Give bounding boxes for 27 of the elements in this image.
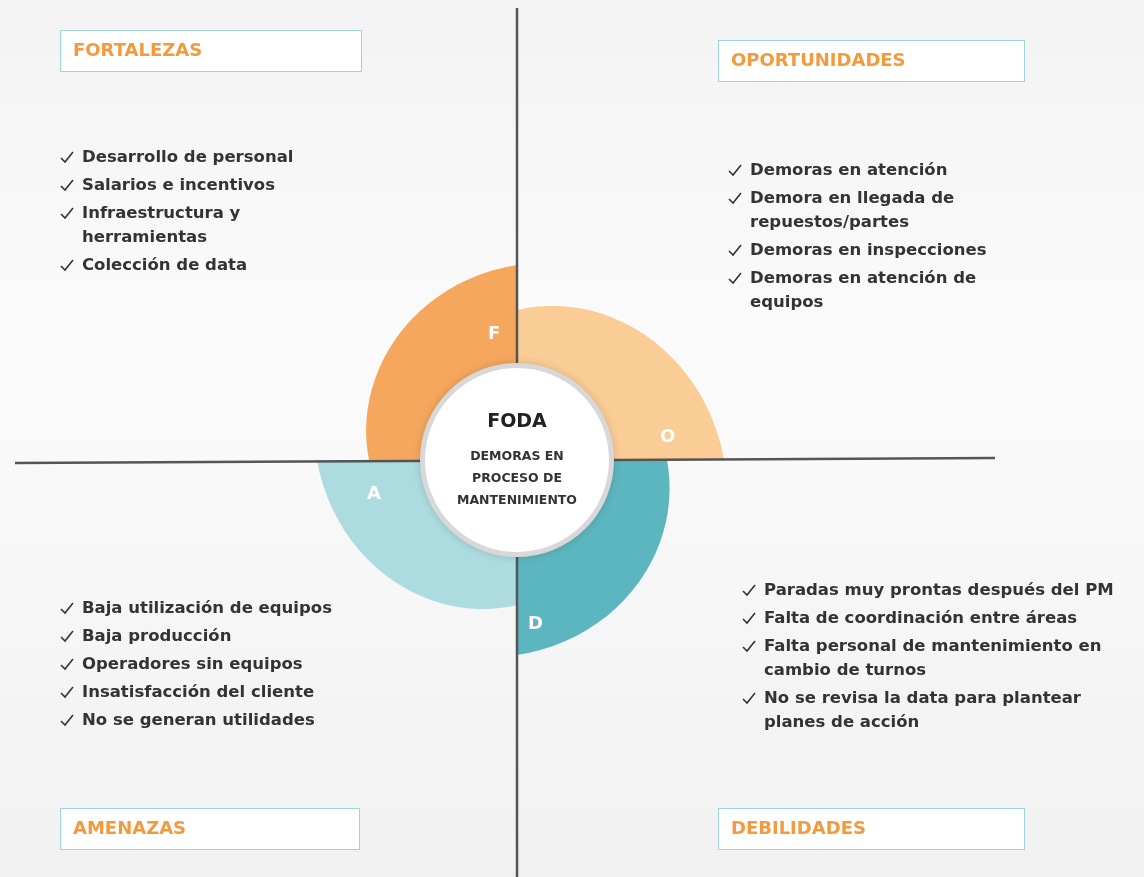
list-item: Demoras en atención	[750, 159, 948, 181]
list-item: Insatisfacción del cliente	[82, 681, 315, 703]
section-header-box: AMENAZAS	[60, 808, 360, 850]
list-item: Baja producción	[82, 625, 232, 647]
list-item: Demoras en inspecciones	[750, 239, 987, 261]
list-item: Colección de data	[82, 254, 248, 276]
center-title: FODA	[487, 409, 547, 431]
section-header-box: OPORTUNIDADES	[718, 40, 1025, 82]
section-header-box: DEBILIDADES	[718, 808, 1025, 850]
list-item: Demoras en atención de equipos	[750, 267, 978, 313]
list-item: Paradas muy prontas después del PM	[764, 579, 1114, 601]
list-item: Falta de coordinación entre áreas	[764, 607, 1078, 629]
list-item: Demora en llegada de repuestos/partes	[750, 187, 956, 233]
segment-letter: O	[660, 425, 676, 446]
section-header-box: FORTALEZAS	[60, 30, 362, 72]
center-subtitle: DEMORAS EN PROCESO DE MANTENIMIENTO	[456, 447, 578, 509]
list-item: Desarrollo de personal	[82, 146, 294, 168]
list-item: Infraestructura y herramientas	[82, 202, 242, 248]
segment-letter: A	[367, 482, 381, 503]
list-item: Falta personal de mantenimiento en cambio de turnos	[764, 635, 1103, 681]
list-item: No se revisa la data para plantear planes de acción	[764, 687, 1082, 733]
list-item: Baja utilización de equipos	[82, 597, 332, 619]
list-item: No se generan utilidades	[82, 709, 315, 731]
list-item: Operadores sin equipos	[82, 653, 303, 675]
segment-letter: F	[488, 322, 501, 343]
list-item: Salarios e incentivos	[82, 174, 275, 196]
segment-letter: D	[528, 612, 543, 633]
